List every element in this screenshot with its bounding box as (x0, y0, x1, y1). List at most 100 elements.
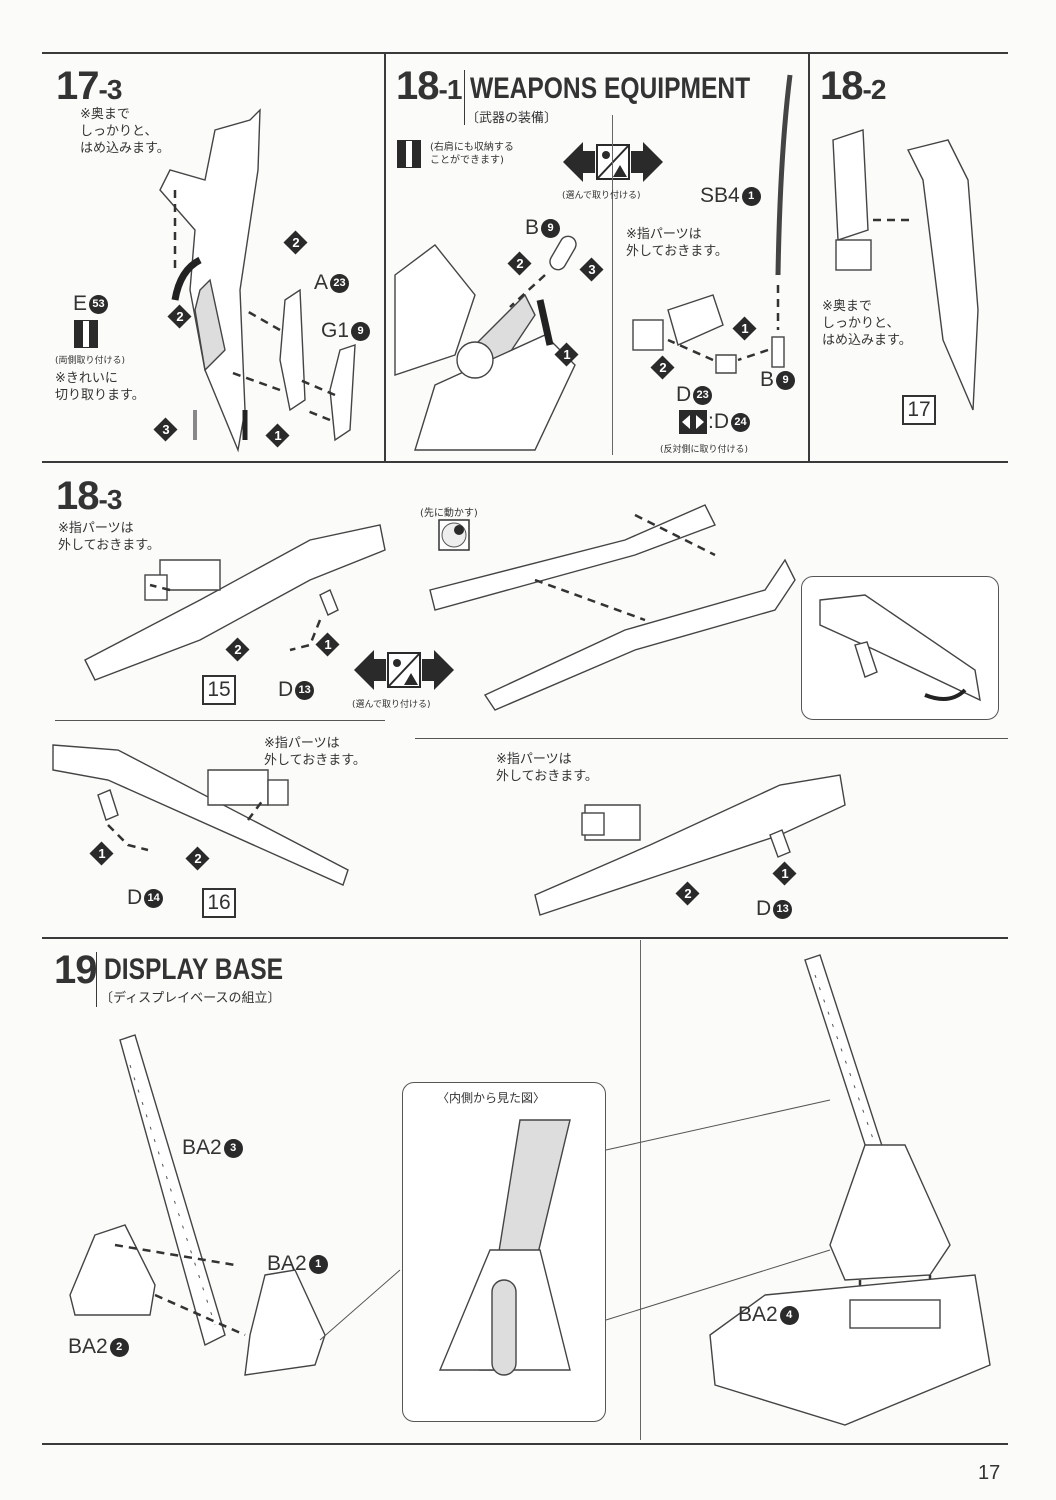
ref-step-box: 15 (202, 675, 236, 705)
divider (808, 52, 810, 462)
part-letter: D (127, 886, 143, 909)
top-border (42, 52, 1008, 54)
divider (415, 738, 1008, 739)
part-letter: D (676, 383, 692, 406)
step-sub: -1 (438, 74, 463, 105)
choose-arrows-icon (354, 650, 454, 690)
step-diamond: 2 (226, 638, 250, 662)
step-diamond: 2 (651, 356, 675, 380)
opposite-side-symbol-icon (679, 410, 707, 434)
choose-label: (選んで取り付ける) (352, 700, 431, 710)
step-num: 3 (588, 262, 596, 277)
step-num: 1 (741, 321, 749, 336)
rifle-two-part-drawing (429, 504, 796, 711)
section-title: WEAPONS EQUIPMENT (470, 72, 751, 105)
callout-lines (319, 1099, 831, 1341)
title-divider (464, 70, 465, 125)
part-number: 2 (109, 1337, 129, 1357)
divider (384, 52, 386, 462)
base-pillar-assembly-drawing (69, 1034, 326, 1376)
part-number: 3 (223, 1138, 243, 1158)
saber-drawing (771, 74, 793, 368)
part-letter: E (73, 292, 88, 315)
step-num: 1 (98, 846, 106, 861)
step-main: 17 (56, 64, 99, 108)
step-diamond: 1 (316, 633, 340, 657)
part-letter: BA2 (267, 1252, 307, 1275)
step-18-2-number: 18-2 (820, 66, 886, 106)
step-num: 2 (684, 886, 692, 901)
both-sides-symbol-icon (397, 140, 421, 168)
part-number: 13 (773, 899, 793, 919)
step-num: 3 (162, 422, 170, 437)
step-main: 18 (56, 474, 99, 518)
completed-base-drawing (709, 954, 991, 1426)
part-letter: D (756, 897, 772, 920)
both-sides-label: (両側取り付ける) (55, 356, 126, 366)
choose-arrows-icon (563, 142, 663, 182)
inset-detail-drawing (819, 594, 981, 702)
step-num: 2 (292, 235, 300, 250)
step-diamond: 1 (90, 842, 114, 866)
step-diamond: 2 (186, 847, 210, 871)
step-diamond: 2 (168, 305, 192, 329)
hand-drawing (632, 294, 769, 374)
part-letter: BA2 (738, 1303, 778, 1326)
both-sides-symbol-icon (74, 320, 98, 348)
step-num: 1 (274, 428, 282, 443)
rifle-drawing (84, 524, 386, 681)
part-number: 13 (295, 680, 315, 700)
bottom-border (42, 1443, 1008, 1445)
step-num: 2 (659, 360, 667, 375)
divider (42, 461, 1008, 463)
part-number: 23 (330, 273, 350, 293)
divider (612, 115, 613, 455)
part-number: 53 (89, 294, 109, 314)
part-letter: G1 (321, 319, 350, 342)
step-diamond: 2 (676, 882, 700, 906)
step-num: 1 (781, 866, 789, 881)
opposite-label: (反対側に取り付ける) (660, 445, 749, 455)
step-17-3-number: 17-3 (56, 64, 123, 108)
step-num: 2 (516, 256, 524, 271)
arm-with-saber-drawing (832, 129, 979, 411)
note-finger: ※指パーツは 外しておきます。 (496, 752, 598, 784)
part-number: 9 (541, 218, 561, 238)
choose-label: (選んで取り付ける) (562, 191, 641, 201)
rifle-drawing (534, 774, 846, 916)
part-number: 9 (776, 370, 796, 390)
step-diamond: 1 (773, 862, 797, 886)
step-diamond: 1 (266, 424, 290, 448)
step-main: 19 (54, 948, 97, 992)
part-number: 1 (308, 1254, 328, 1274)
rifle-drawing (52, 744, 349, 886)
step-num: 1 (563, 347, 571, 362)
note-insert: ※奥まで しっかりと、 はめ込みます。 (822, 299, 912, 348)
step-sub: -3 (98, 74, 123, 105)
part-letter: SB4 (700, 184, 740, 207)
part-letter: D (278, 678, 294, 701)
step-19-number: 19 (54, 950, 97, 990)
step-diamond: 2 (284, 231, 308, 255)
part-number: 4 (779, 1305, 799, 1325)
section-subtitle: 〔武器の装備〕 (466, 111, 558, 126)
note-insert: ※奥まで しっかりと、 はめ込みます。 (80, 107, 170, 156)
divider (42, 937, 1008, 939)
note-shoulder: (右肩にも収納する ことができます) (430, 142, 514, 166)
step-18-3-number: 18-3 (56, 474, 122, 518)
robot-shoulder-drawing (394, 235, 577, 451)
step-diamond: 3 (154, 418, 178, 442)
step-diamond: 3 (580, 258, 604, 282)
part-letter: :D (708, 410, 729, 433)
part-number: 9 (351, 321, 371, 341)
